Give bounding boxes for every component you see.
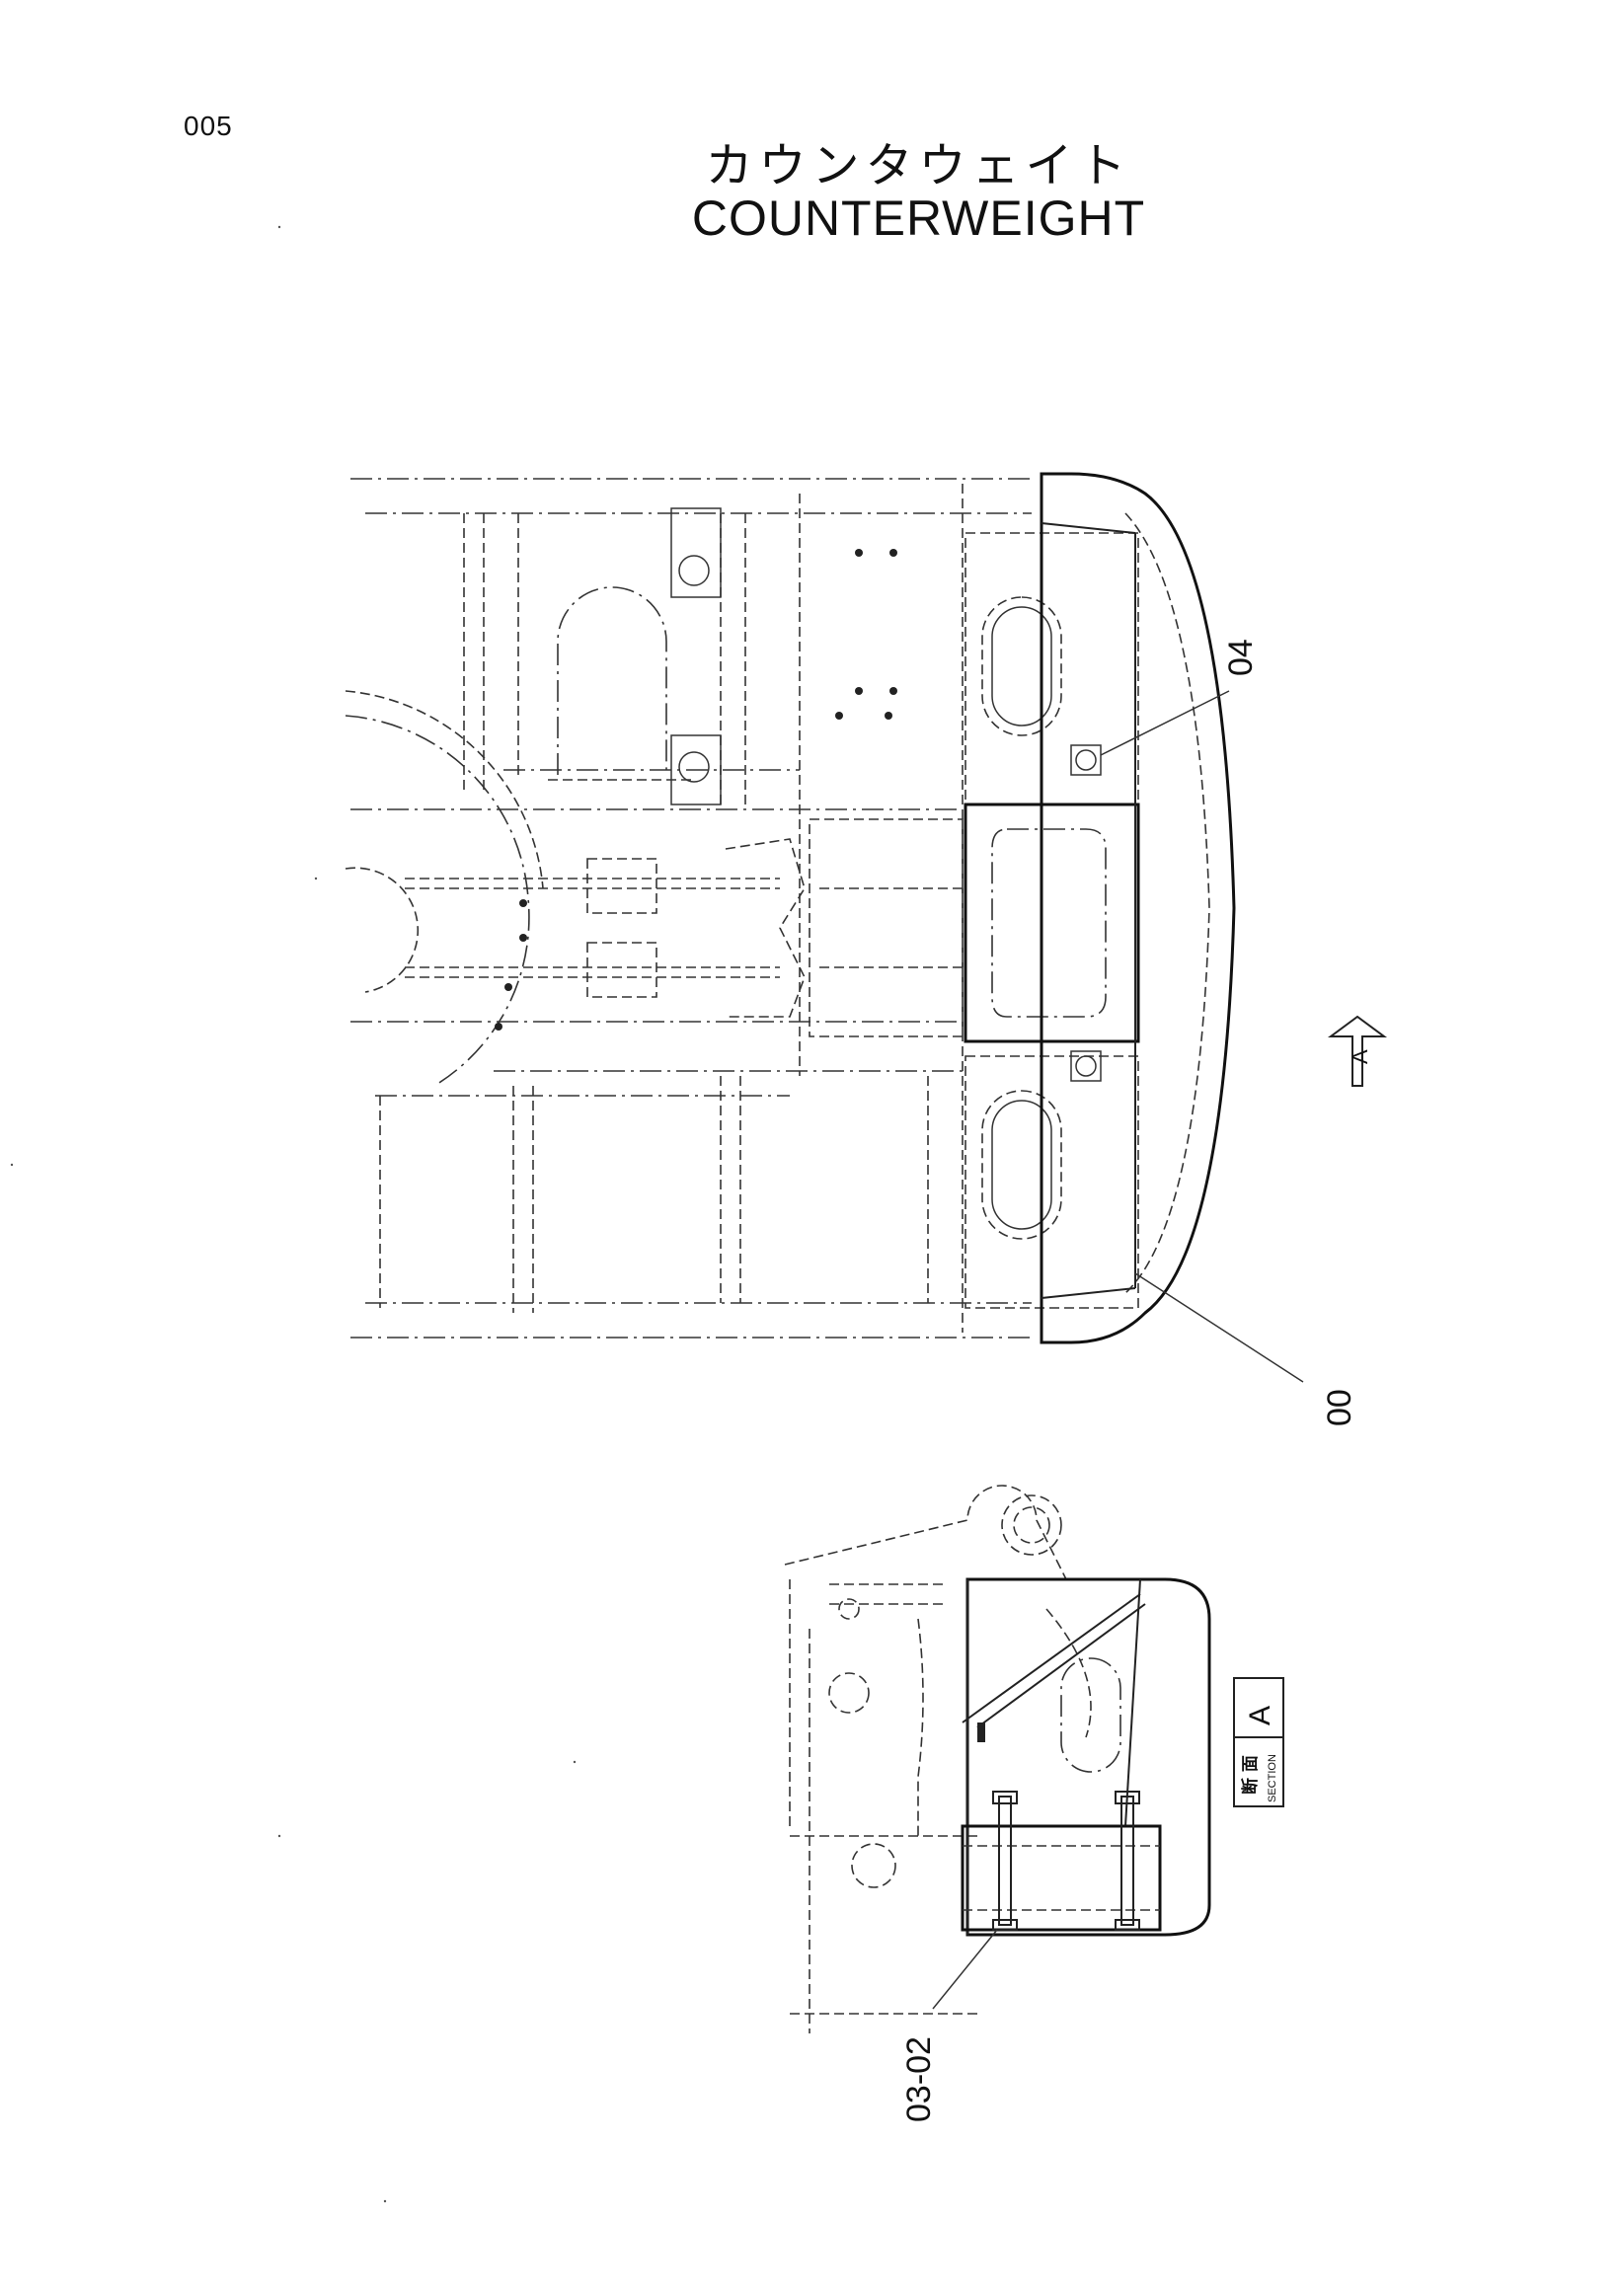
section-view bbox=[784, 1485, 1211, 2033]
section-label-box: A 断 面 SECTION bbox=[1233, 1677, 1284, 1807]
page-title-jp: カウンタウェイト bbox=[705, 138, 1132, 193]
callout-04-label: 04 bbox=[1222, 639, 1260, 676]
callout-03-02: 03-02 bbox=[900, 1929, 998, 2122]
callout-04: 04 bbox=[1100, 639, 1260, 756]
top-view bbox=[345, 472, 1236, 1344]
callout-03-02-label: 03-02 bbox=[900, 2036, 938, 2122]
section-letter: A bbox=[1244, 1706, 1276, 1725]
bolt-right bbox=[1115, 1791, 1140, 1931]
section-label-en: SECTION bbox=[1267, 1754, 1278, 1802]
page-title-en: COUNTERWEIGHT bbox=[691, 191, 1146, 246]
page-number: 005 bbox=[184, 111, 233, 141]
view-marker-letter: A bbox=[1348, 1049, 1372, 1064]
callout-00: 00 bbox=[1134, 1272, 1358, 1426]
view-marker-a: A bbox=[1327, 1015, 1388, 1087]
section-label-jp: 断 面 bbox=[1240, 1755, 1261, 1795]
bolt-left bbox=[992, 1791, 1018, 1931]
callout-00-label: 00 bbox=[1321, 1389, 1358, 1426]
